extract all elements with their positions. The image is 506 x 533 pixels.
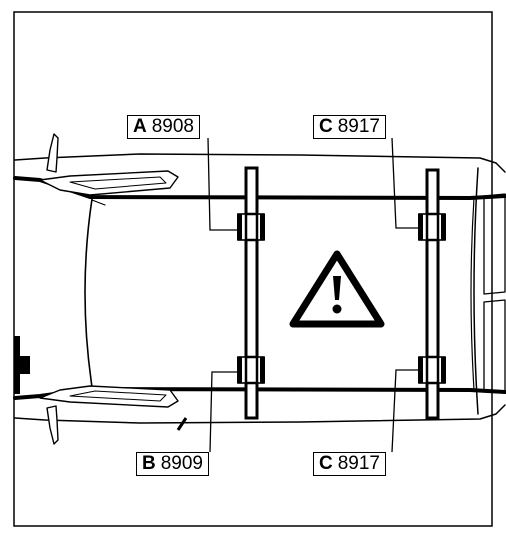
roof-bar-rear	[418, 168, 446, 420]
leader-c-bottom	[391, 369, 418, 453]
leader-b	[209, 371, 238, 453]
callout-letter: C	[319, 453, 333, 474]
callout-part-number: 8917	[337, 116, 381, 137]
leader-c-top	[391, 137, 418, 229]
mirror-top	[39, 133, 179, 196]
roof-bar-rear-body	[425, 168, 440, 420]
callout-part-number: 8909	[160, 453, 204, 474]
callout-letter: B	[142, 453, 156, 474]
callout-letter: C	[319, 116, 333, 137]
leader-a	[207, 137, 238, 231]
vehicle-body-outline	[14, 153, 506, 424]
roof-rail-top	[13, 176, 506, 200]
roof-front-inner-top	[91, 199, 106, 206]
leader-lines	[207, 137, 418, 453]
warning-triangle-icon	[289, 250, 385, 328]
mirror-bottom	[39, 385, 188, 445]
rear-window-bottom	[483, 299, 506, 393]
callout-part-number: 8917	[337, 453, 381, 474]
callout-letter: A	[133, 116, 147, 137]
roof-bar-front	[237, 166, 265, 420]
rear-inner-line	[470, 197, 475, 391]
rear-tailgate	[473, 167, 479, 415]
rear-window-top	[483, 193, 506, 295]
front-bumper	[14, 336, 30, 394]
diagram-frame	[13, 11, 493, 527]
vehicle-top-view	[13, 153, 506, 424]
roof-bar-front-body	[244, 166, 259, 420]
callout-part-number: 8908	[151, 116, 195, 137]
windscreen-edge	[84, 198, 93, 388]
